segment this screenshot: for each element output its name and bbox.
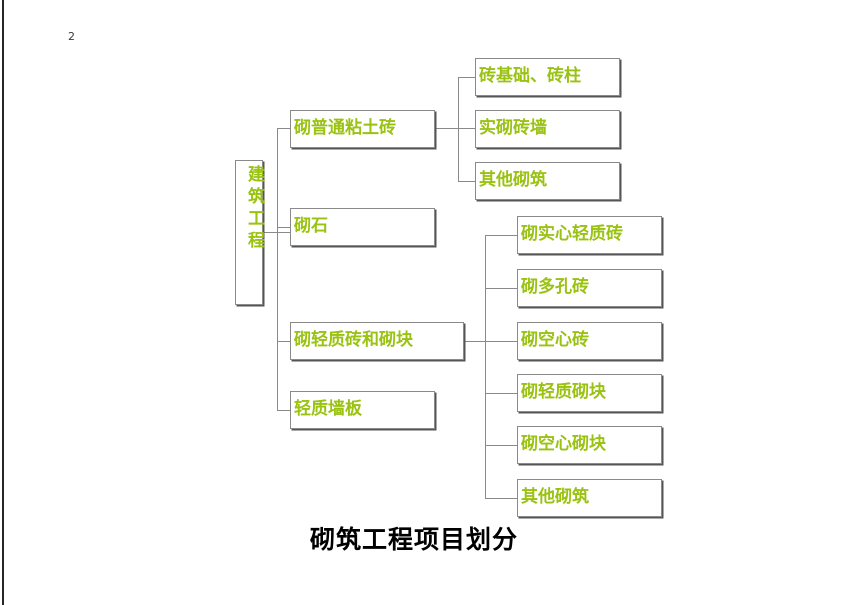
connector-root-spine <box>277 128 278 410</box>
node-level2-clay-brick[interactable]: 砌普通粘土砖 <box>290 110 435 148</box>
connector-bottom-1 <box>485 235 517 236</box>
node-level3-hollow-brick[interactable]: 砌空心砖 <box>517 322 662 360</box>
connector-bottom-spine <box>485 235 486 498</box>
node-level3-perforated-brick[interactable]: 砌多孔砖 <box>517 269 662 307</box>
node-level2-stone[interactable]: 砌石 <box>290 208 435 246</box>
connector-top-stub <box>434 128 458 129</box>
connector-top-1 <box>458 77 475 78</box>
connector-l2-1 <box>277 128 291 129</box>
connector-bottom-5 <box>485 445 517 446</box>
connector-l2-3 <box>277 341 291 342</box>
connector-top-3 <box>458 181 475 182</box>
slide-left-edge-rule <box>2 0 4 605</box>
node-level2-lightweight-wallboard[interactable]: 轻质墙板 <box>290 391 435 429</box>
node-level3-solid-lightweight-brick[interactable]: 砌实心轻质砖 <box>517 216 662 254</box>
connector-bottom-stub <box>463 341 485 342</box>
connector-bottom-2 <box>485 288 517 289</box>
node-level3-other-masonry-bottom[interactable]: 其他砌筑 <box>517 479 662 517</box>
connector-bottom-6 <box>485 498 517 499</box>
node-level3-solid-brick-wall[interactable]: 实砌砖墙 <box>475 110 620 148</box>
node-level3-other-masonry-top[interactable]: 其他砌筑 <box>475 162 620 200</box>
slide-number: 2 <box>68 30 75 43</box>
connector-l2-2 <box>277 227 291 228</box>
connector-bottom-4 <box>485 393 517 394</box>
connector-root-stub <box>263 232 290 233</box>
node-level3-brick-foundation-column[interactable]: 砖基础、砖柱 <box>475 58 620 96</box>
diagram-caption: 砌筑工程项目划分 <box>310 525 519 554</box>
node-level3-lightweight-block[interactable]: 砌轻质砌块 <box>517 374 662 412</box>
node-level3-hollow-block[interactable]: 砌空心砌块 <box>517 426 662 464</box>
node-root-construction-project[interactable]: 建筑工程 <box>235 160 264 305</box>
node-level2-lightweight-brick-block[interactable]: 砌轻质砖和砌块 <box>290 322 464 360</box>
connector-bottom-3 <box>485 341 517 342</box>
connector-l2-4 <box>277 410 291 411</box>
connector-top-spine <box>458 77 459 181</box>
connector-top-2 <box>458 128 475 129</box>
